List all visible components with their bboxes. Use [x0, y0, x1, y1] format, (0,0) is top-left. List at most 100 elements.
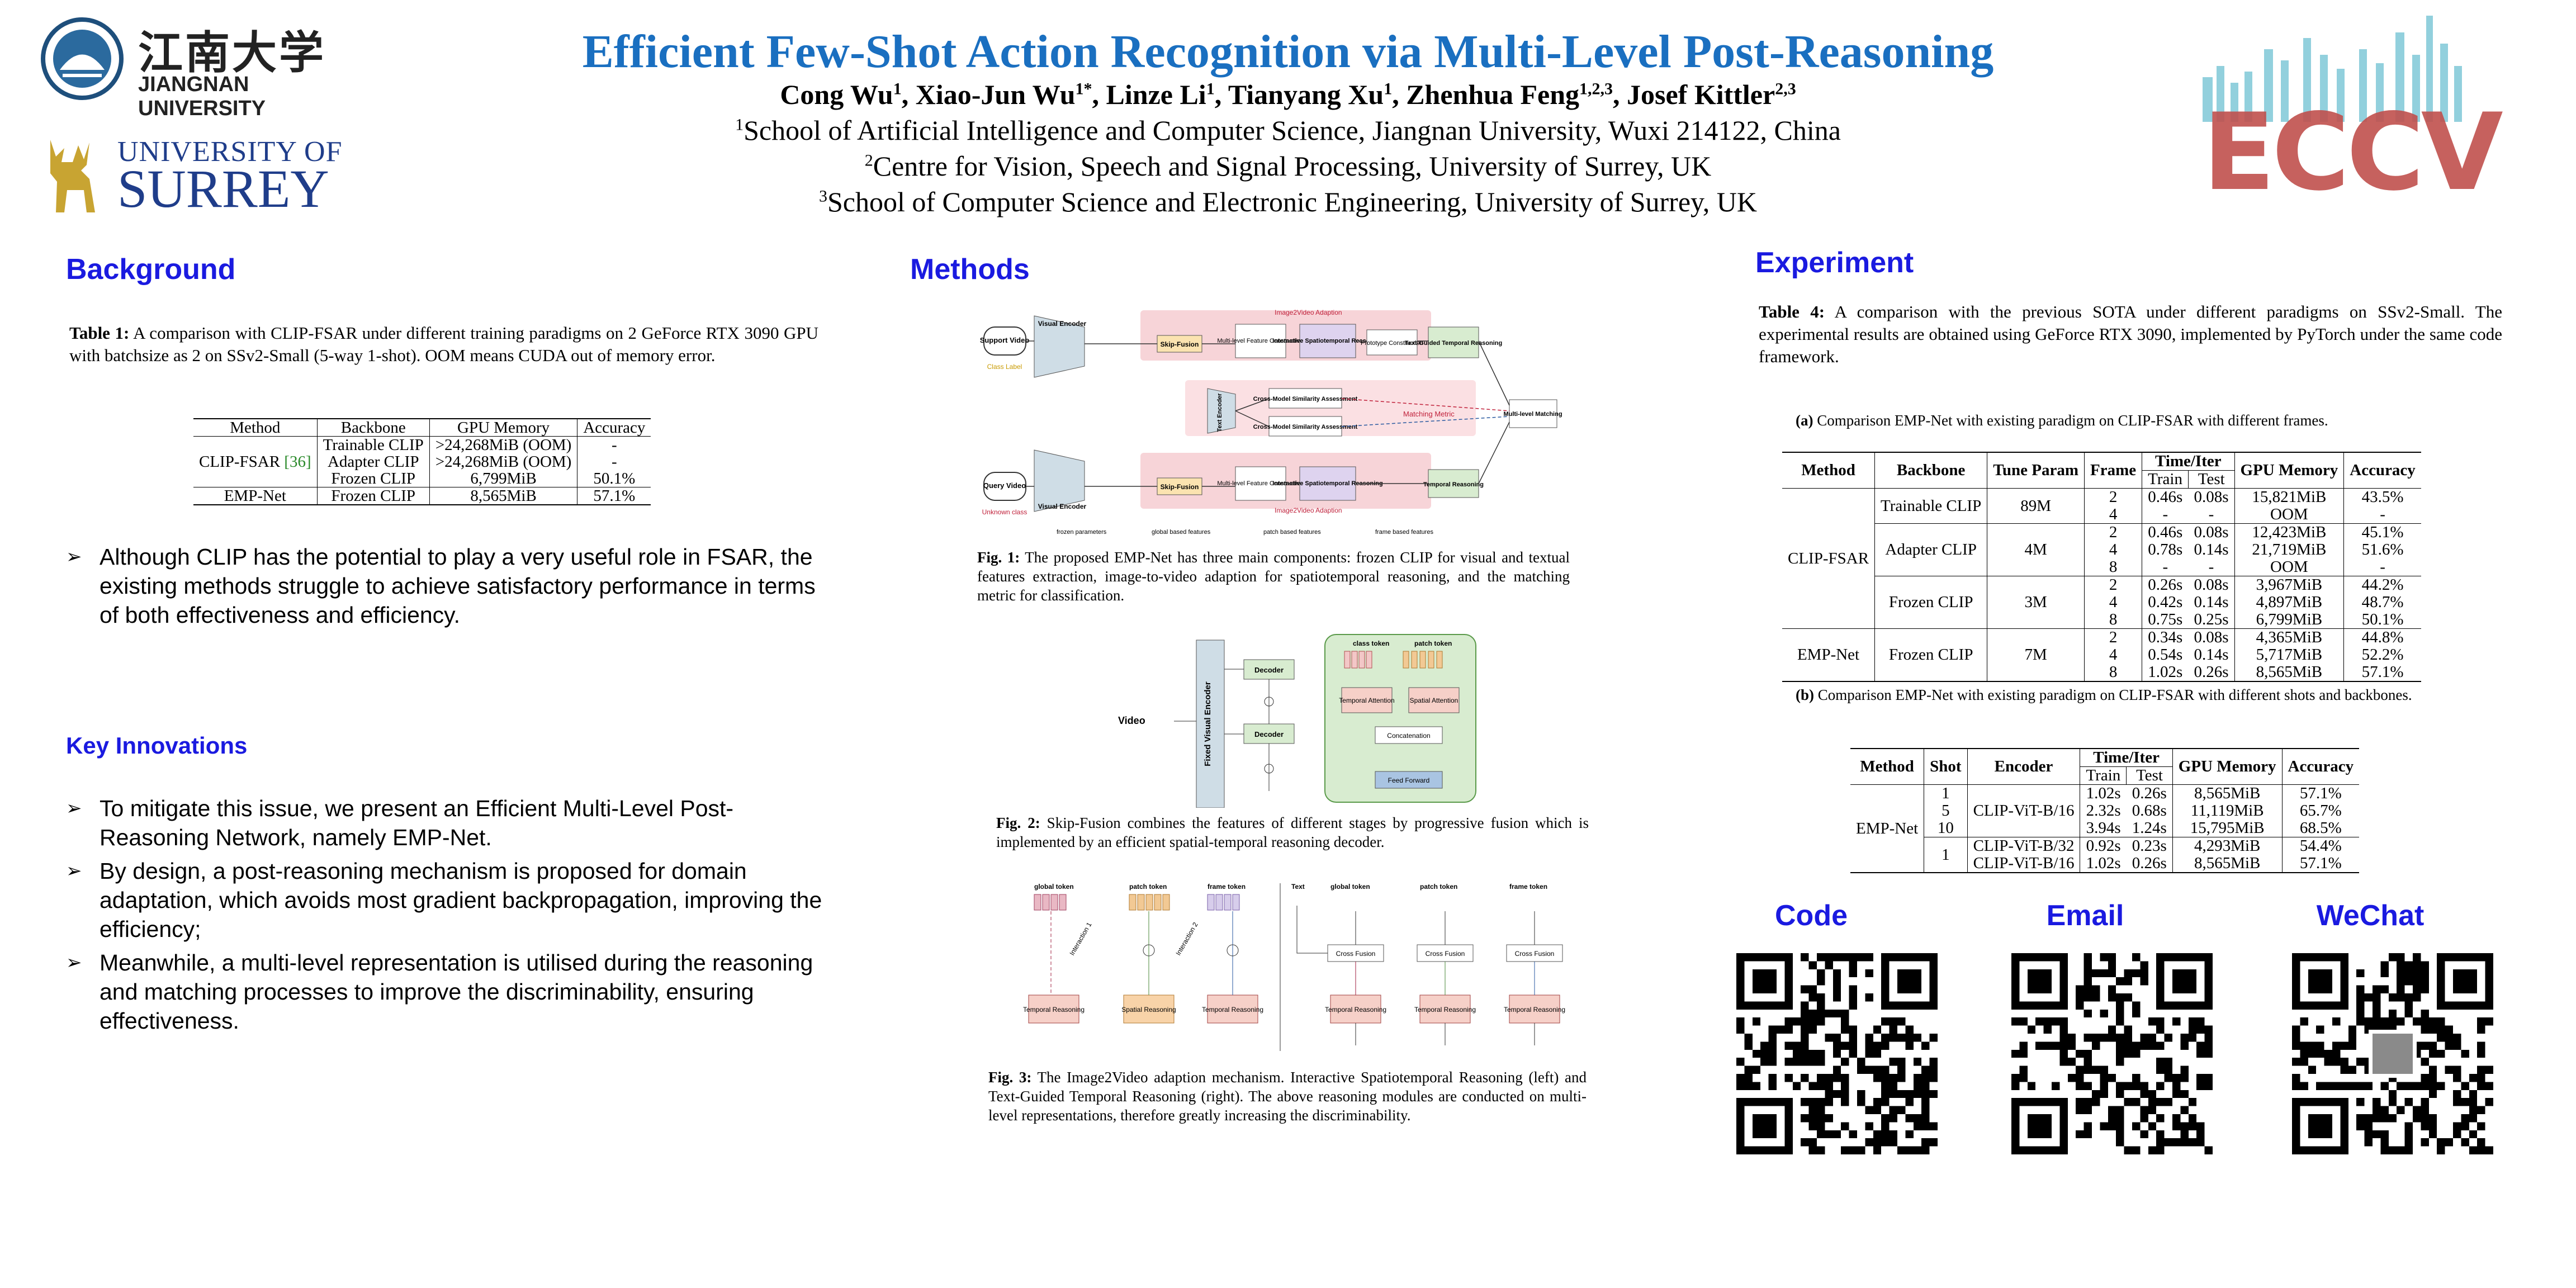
t4a-method: EMP-Net: [1782, 628, 1876, 681]
fig3-label: Text: [1291, 883, 1305, 891]
t4a-cell: 2: [2084, 523, 2143, 541]
fig2-label: patch token: [1414, 640, 1452, 647]
fig3-label: frame token: [1509, 883, 1547, 891]
fig1-label: Skip-Fusion: [1161, 483, 1199, 491]
t4a-cell: 4,897MiB: [2234, 594, 2345, 611]
t1-cell: Trainable CLIP: [317, 436, 430, 453]
affiliation-3: 3School of Computer Science and Electron…: [819, 186, 1757, 217]
arrow-bullet-icon: ➢: [66, 952, 82, 973]
t1-header-memory: GPU Memory: [429, 419, 578, 437]
fig1-label: Image2Video Adaption: [1275, 506, 1342, 514]
t4b-header: Time/Iter: [2080, 749, 2173, 767]
fig1-legend: patch based features: [1263, 529, 1321, 536]
fig3-caption: Fig. 3: The Image2Video adaption mechani…: [988, 1069, 1587, 1124]
eccv-skyline-icon: [2203, 16, 2462, 122]
t4b-subheader: Test: [2126, 766, 2173, 785]
table4-caption: Table 4: A comparison with the previous …: [1759, 302, 2502, 366]
fig2-label: Video: [1118, 715, 1145, 726]
fig1-label: Temporal Reasoning: [1423, 481, 1484, 488]
t4a-cell: 4: [2084, 594, 2143, 611]
fig3-arrows-right: [1296, 906, 1535, 1045]
t1-cell: Adapter CLIP: [317, 453, 430, 470]
t4a-cell: OOM: [2234, 558, 2345, 576]
t1-header-accuracy: Accuracy: [583, 419, 646, 437]
t4a-cell: 0.26s: [2188, 664, 2235, 681]
fig3-label: global token: [1330, 883, 1370, 891]
qr-label-wechat: WeChat: [2316, 899, 2425, 932]
t4b-cell: 3.94s: [2086, 819, 2121, 837]
fig1-label: Multi-level Feature Construction: [1217, 480, 1304, 487]
fig1-visual-encoder-bottom: [1034, 449, 1085, 512]
t1-header-backbone: Backbone: [317, 419, 430, 437]
t1-cell: 57.1%: [593, 487, 636, 505]
t4b-cell: 1: [1924, 784, 1968, 802]
t4a-cell: 44.8%: [2361, 628, 2404, 646]
fig1-arrows: [1026, 340, 1510, 487]
table1-caption: Table 1: A comparison with CLIP-FSAR und…: [69, 323, 818, 365]
table4a-caption: (a) Comparison EMP-Net with existing par…: [1796, 412, 2328, 429]
fig1-temporal-bottom: [1428, 469, 1479, 498]
fig3-cross-fusion-3: [1506, 944, 1563, 962]
arrow-bullet-icon: ➢: [66, 546, 82, 567]
t4a-cell: 0.78s: [2148, 541, 2183, 558]
t4a-cell: 0.75s: [2148, 610, 2183, 628]
t4b-cell: 8,565MiB: [2172, 784, 2283, 802]
t4b-cell: 15,795MiB: [2172, 820, 2283, 837]
fig1-multilevel-bottom: [1235, 466, 1286, 501]
fig1-text-encoder: [1207, 388, 1236, 434]
fig3-label: Temporal Reasoning: [1504, 1006, 1565, 1014]
table4a: Method Backbone Tune Param Frame Time/It…: [1782, 452, 2421, 682]
qr-label-code: Code: [1775, 899, 1848, 932]
qr-code-code[interactable]: [1736, 953, 1938, 1154]
t4b-header: Encoder: [1967, 749, 2081, 785]
t4a-cell: 8,565MiB: [2234, 664, 2345, 681]
fig3-cross-fusion-2: [1417, 944, 1474, 962]
innovation-bullets: ➢To mitigate this issue, we present an E…: [66, 794, 837, 1040]
fig2-patch-token-bars: [1403, 651, 1443, 669]
t4b-cell: 2.32s: [2086, 802, 2121, 820]
t4a-cell: 6,799MiB: [2234, 611, 2345, 629]
experiment-heading: Experiment: [1755, 247, 1914, 279]
arrow-bullet-icon: ➢: [66, 798, 82, 819]
t4a-cell: 21,719MiB: [2234, 541, 2345, 558]
list-item: ➢Meanwhile, a multi-level representation…: [66, 948, 837, 1035]
t4a-cell: 0.54s: [2148, 646, 2183, 664]
fig1-skip-fusion-top: [1157, 335, 1202, 353]
t4b-cell: 0.92s: [2086, 837, 2121, 855]
fig1-label: Multi-level Feature Construction: [1217, 338, 1304, 344]
fig3-label: Spatial Reasoning: [1121, 1006, 1176, 1014]
jiangnan-seal-icon: [41, 17, 124, 100]
t4a-cell: -: [2188, 506, 2235, 524]
t4a-cell: 2: [2084, 488, 2143, 506]
fig1-label: Interactive Spatiotemporal Reasoning: [1272, 338, 1382, 344]
fig1-interactive-top: [1299, 324, 1356, 358]
t4b-cell: 1.02s: [2086, 854, 2121, 872]
eccv-wordmark: ECCV: [2203, 91, 2503, 214]
fig3-label: Interaction 1: [1068, 921, 1093, 956]
t1-cell: Frozen CLIP: [317, 487, 430, 505]
t1-cell: 8,565MiB: [429, 487, 578, 505]
t4b-cell: 1: [1924, 837, 1968, 873]
t4a-backbone: Frozen CLIP: [1874, 628, 1988, 681]
fig1-cross-model-2: [1268, 416, 1342, 437]
t4a-cell: 0.14s: [2188, 646, 2235, 664]
t4b-header: Shot: [1924, 749, 1968, 785]
fig1-label: Text Encoder: [1216, 393, 1223, 432]
t4a-param: 89M: [1987, 488, 2085, 524]
qr-code-wechat[interactable]: [2292, 953, 2493, 1154]
fig3-label: Interaction 2: [1174, 921, 1199, 956]
t4b-cell: 4,293MiB: [2172, 837, 2283, 855]
t4a-cell: 2: [2084, 576, 2143, 594]
qr-code-email[interactable]: [2011, 953, 2213, 1154]
fig2-decoder-1: [1243, 659, 1295, 680]
t4a-header: Frame: [2084, 452, 2143, 489]
t4a-cell: OOM: [2234, 506, 2345, 524]
fig3-temporal-reasoning-2: [1207, 995, 1258, 1024]
list-item: ➢To mitigate this issue, we present an E…: [66, 794, 837, 852]
t4a-header: Backbone: [1874, 452, 1988, 489]
t4a-param: 4M: [1987, 523, 2085, 576]
t4a-cell: 50.1%: [2361, 610, 2404, 628]
fig1-prototype: [1366, 329, 1418, 356]
t1-cell: >24,268MiB (OOM): [429, 453, 578, 470]
t4a-cell: 3,967MiB: [2234, 576, 2345, 594]
